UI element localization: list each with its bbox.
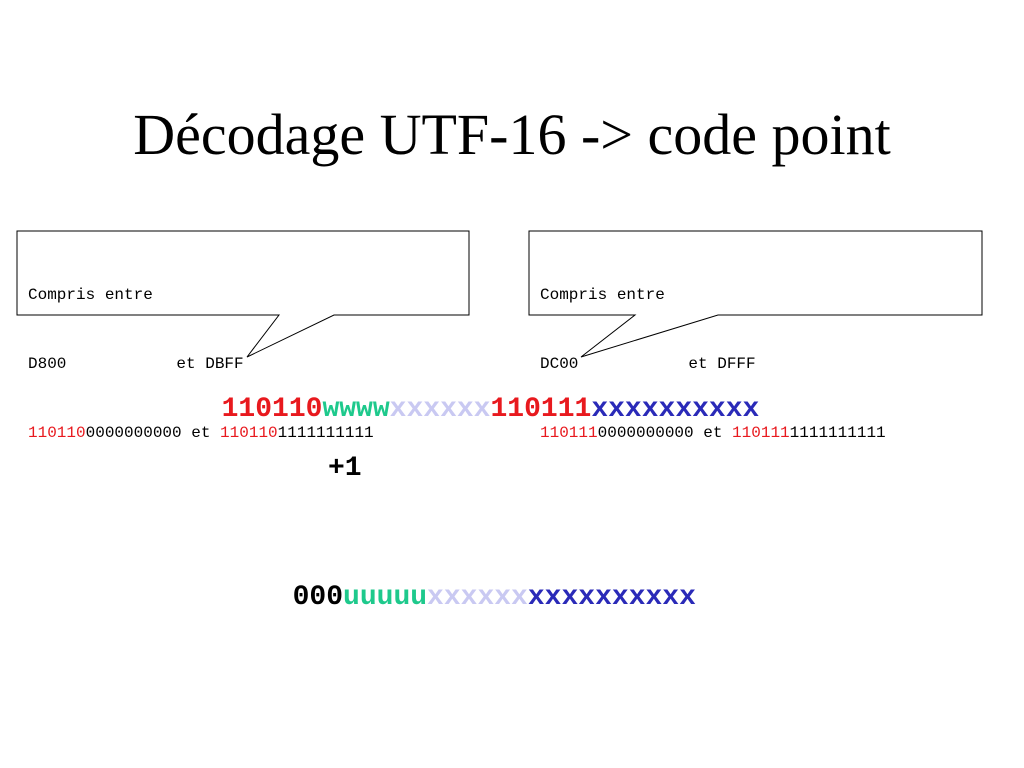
callout-left-line2: D800 et DBFF [28,353,374,376]
leading-zeros: 000 [292,582,344,613]
plus-one-label: +1 [328,453,362,484]
callout-left-bits-2: 1111111111 [277,424,374,442]
callout-left-line3: 1101100000000000 et 1101101111111111 [28,422,374,445]
high-surrogate-prefix: 110110 [221,394,323,425]
callout-right-range-end: et DFFF [688,355,756,373]
u-bits: uuuuu [343,582,428,613]
callout-right-et: et [693,424,733,442]
code-point-x-light: xxxxxx [427,582,528,613]
code-point-x-dark: xxxxxxxxxx [527,582,696,613]
slide-title: Décodage UTF-16 -> code point [133,102,891,167]
callout-right-bubble [528,230,983,358]
low-surrogate-prefix: 110111 [490,394,592,425]
callout-right-prefix-2: 110111 [732,424,790,442]
w-bits: wwww [322,394,390,425]
code-point-bits: 000uuuuuxxxxxxxxxxxxxxxx [259,547,696,615]
callout-left-et: et [181,424,221,442]
callout-left-bubble [16,230,470,358]
callout-left-line1: Compris entre [28,286,153,304]
callout-right-bits-2: 1111111111 [789,424,886,442]
callout-right-prefix-1: 110111 [540,424,598,442]
high-x-bits: xxxxxx [389,394,491,425]
callout-left-prefix-1: 110110 [28,424,86,442]
callout-right-line1: Compris entre [540,286,665,304]
callout-left-bits-1: 0000000000 [85,424,182,442]
surrogate-pair-bits: 110110wwwwxxxxxx110111xxxxxxxxxx [188,359,760,427]
callout-right-bits-1: 0000000000 [597,424,694,442]
low-x-bits: xxxxxxxxxx [591,394,760,425]
callout-right-line3: 1101110000000000 et 1101111111111111 [540,422,886,445]
callout-left-range-end: et DBFF [176,355,244,373]
callout-left-prefix-2: 110110 [220,424,278,442]
callout-right-range-start: DC00 [540,355,579,373]
callout-left-range-start: D800 [28,355,67,373]
callout-right-line2: DC00 et DFFF [540,353,886,376]
